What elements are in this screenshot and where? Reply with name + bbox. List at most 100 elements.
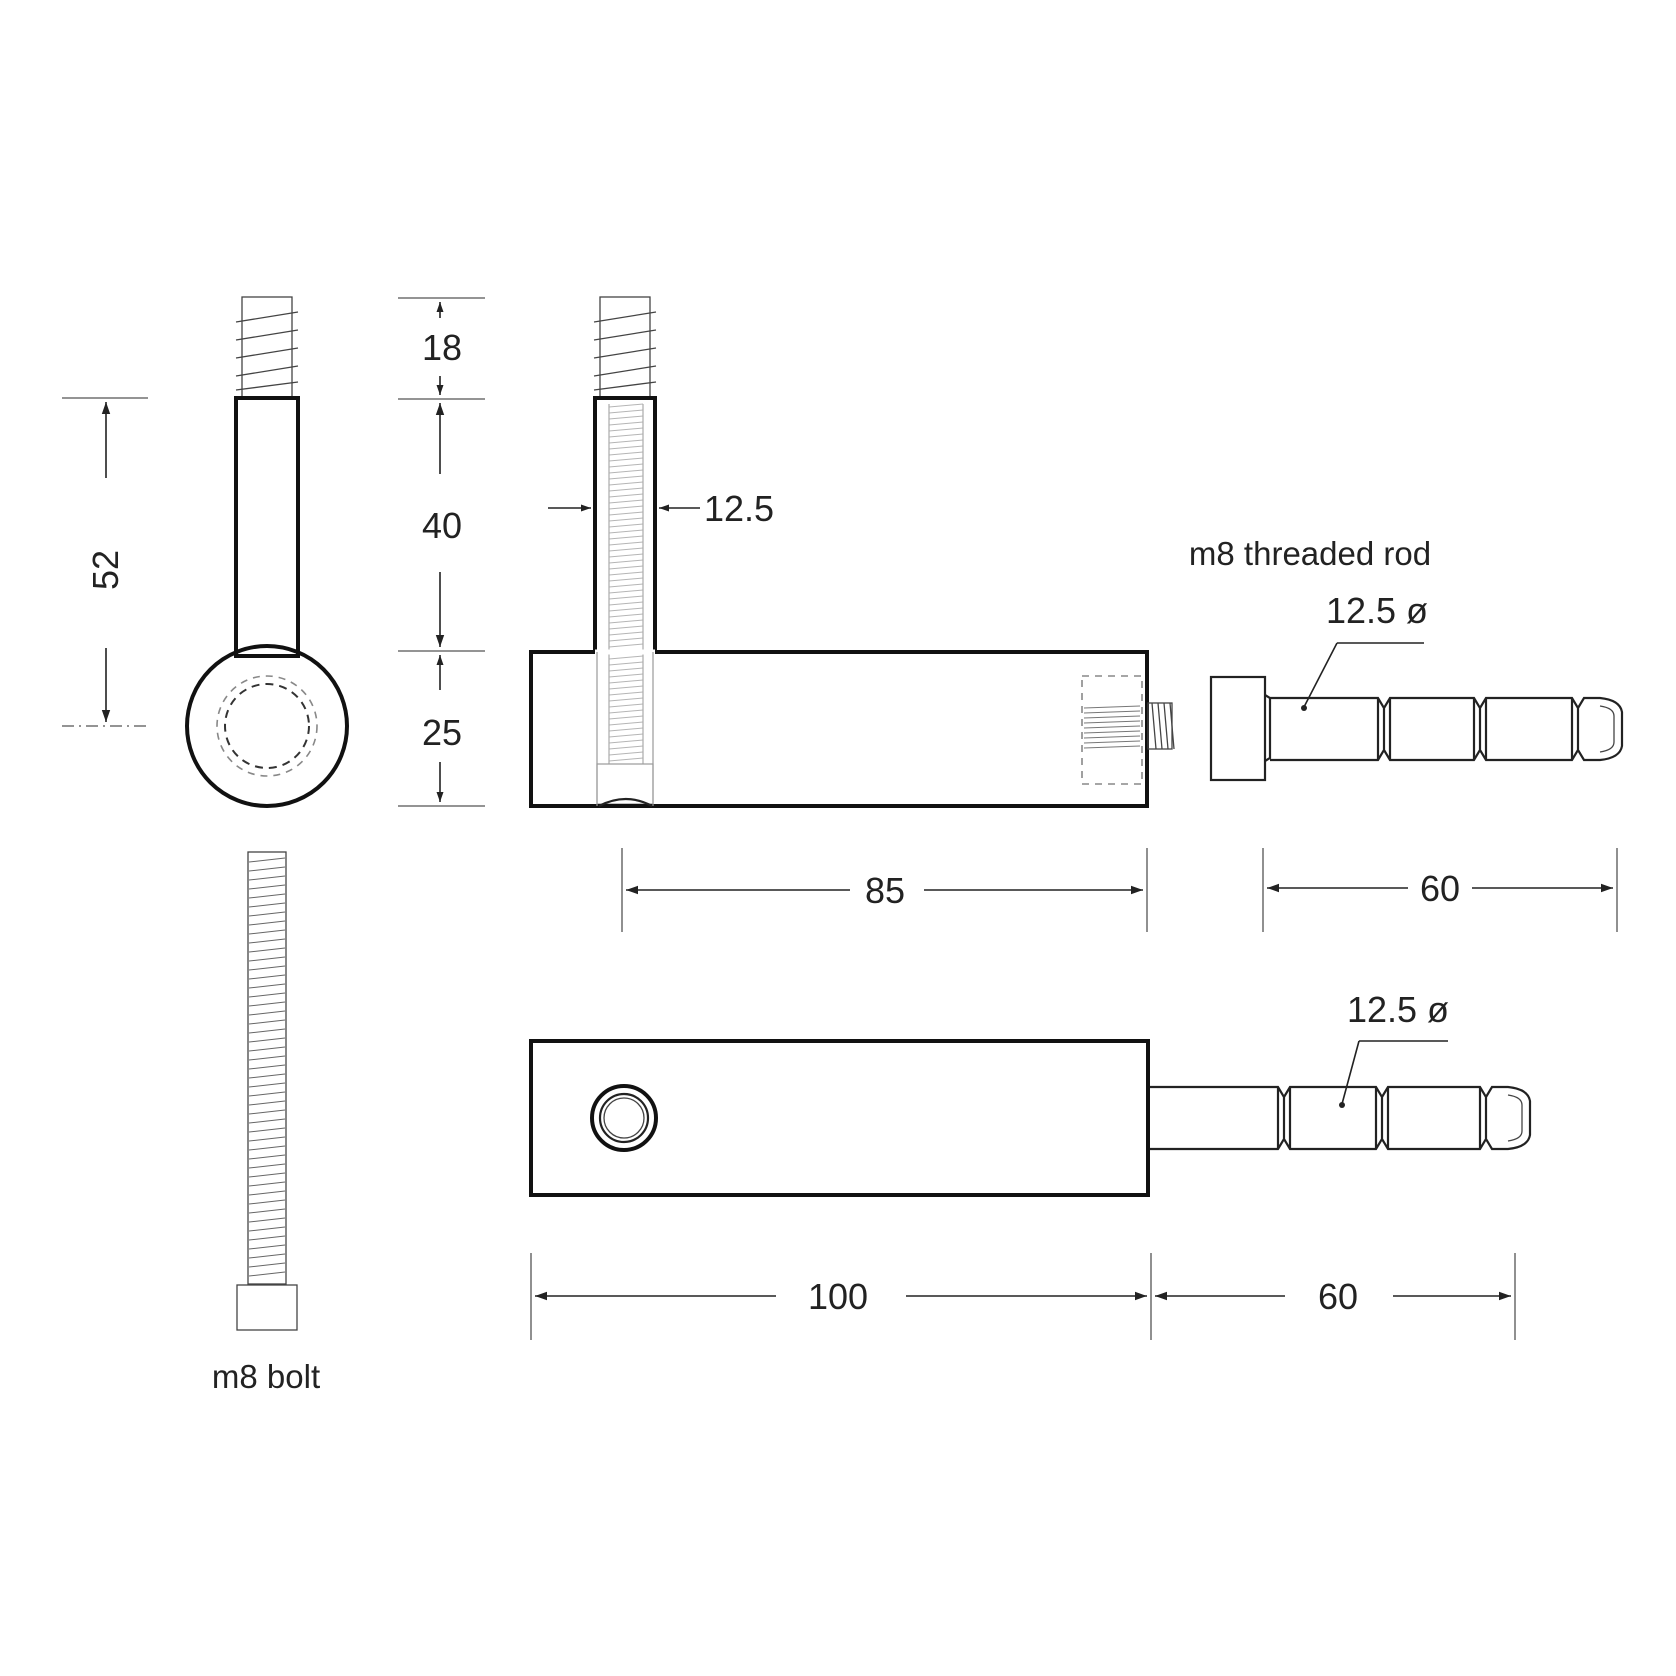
dim40-label: 40 bbox=[422, 505, 462, 546]
bolt-thread-line bbox=[248, 857, 286, 863]
rod-dia-dot-bottom bbox=[1339, 1102, 1345, 1108]
hole-thread-line bbox=[1083, 745, 1141, 749]
rod-head bbox=[1209, 675, 1267, 782]
bolt-thread-line bbox=[248, 1064, 286, 1070]
bolt-thread-line bbox=[248, 1109, 286, 1115]
bolt-thread-line bbox=[248, 947, 286, 953]
bolt-thread-line bbox=[248, 974, 286, 980]
front-thread-line bbox=[608, 727, 644, 732]
front-thread-line bbox=[608, 517, 644, 522]
front-thread-line bbox=[608, 631, 644, 636]
dim52-label: 52 bbox=[85, 550, 126, 590]
front-thread-line bbox=[608, 613, 644, 618]
bolt-thread-line bbox=[248, 1055, 286, 1061]
bolt-thread-line bbox=[248, 1262, 286, 1268]
side-inner-hidden-circle bbox=[224, 683, 310, 769]
front-thread-line bbox=[608, 655, 644, 660]
front-thread-line bbox=[608, 601, 644, 606]
top-view: 12.5 ø 100 60 bbox=[529, 989, 1532, 1340]
bolt-thread-line bbox=[248, 911, 286, 917]
bolt-thread-line bbox=[248, 956, 286, 962]
front-thread-line bbox=[608, 703, 644, 708]
front-thread-line bbox=[608, 415, 644, 420]
bolt-thread-line bbox=[248, 1082, 286, 1088]
dim85-label: 85 bbox=[865, 870, 905, 911]
bolt-thread-line bbox=[248, 983, 286, 989]
front-thread-line bbox=[608, 463, 644, 468]
rod-dia-leader-bottom-d bbox=[1341, 1040, 1360, 1105]
front-thread-line bbox=[608, 673, 644, 678]
front-thread-line bbox=[608, 511, 644, 516]
front-thread-line bbox=[608, 487, 644, 492]
front-thread-line bbox=[608, 421, 644, 426]
bolt-thread-line bbox=[248, 992, 286, 998]
front-thread-line bbox=[608, 625, 644, 630]
bolt-thread-line bbox=[248, 884, 286, 890]
front-thread-line bbox=[608, 577, 644, 582]
side-round-body bbox=[185, 644, 349, 808]
bolt-thread-line bbox=[248, 938, 286, 944]
top-hole-core bbox=[603, 1097, 645, 1139]
rod-dia-dot-top bbox=[1301, 705, 1307, 711]
dim60-top-label: 60 bbox=[1420, 868, 1460, 909]
side-screw-tip bbox=[235, 296, 299, 398]
bolt-thread-line bbox=[248, 1253, 286, 1259]
front-thread-line bbox=[608, 451, 644, 456]
front-thread-line bbox=[608, 583, 644, 588]
bolt-threads bbox=[248, 857, 286, 1277]
top-hole-outer bbox=[590, 1084, 658, 1152]
bolt-thread-line bbox=[248, 1271, 286, 1277]
front-thread-line bbox=[608, 679, 644, 684]
bolt-thread-line bbox=[248, 893, 286, 899]
front-hole-threads bbox=[1083, 705, 1141, 749]
front-thread-line bbox=[608, 535, 644, 540]
bolt-thread-line bbox=[248, 1208, 286, 1214]
front-thread-line bbox=[608, 595, 644, 600]
bolt-thread-line bbox=[248, 1073, 286, 1079]
bolt-thread-line bbox=[248, 1154, 286, 1160]
front-thread-line bbox=[608, 751, 644, 756]
front-thread-line bbox=[608, 667, 644, 672]
front-thread-line bbox=[608, 469, 644, 474]
front-shaft bbox=[593, 396, 657, 654]
top-rod-body bbox=[1150, 1085, 1532, 1151]
front-thread-line bbox=[608, 643, 644, 648]
front-thread-line bbox=[608, 499, 644, 504]
top-main-block bbox=[529, 1039, 1150, 1197]
dim18-label: 18 bbox=[422, 327, 462, 368]
bolt-thread-line bbox=[248, 1244, 286, 1250]
vertical-dimensions: 18 40 25 bbox=[398, 297, 485, 807]
front-bottom-counterbore bbox=[598, 797, 653, 807]
front-thread-line bbox=[608, 409, 644, 414]
bolt-thread-line bbox=[248, 1181, 286, 1187]
front-view: 12.5 85 bbox=[529, 296, 1175, 932]
hole-thread-line bbox=[1083, 710, 1141, 714]
front-thread-line bbox=[608, 529, 644, 534]
front-thread-line bbox=[608, 757, 644, 762]
front-thread-line bbox=[608, 709, 644, 714]
front-thread-line bbox=[608, 445, 644, 450]
front-thread-line bbox=[608, 565, 644, 570]
hole-thread-line bbox=[1083, 715, 1141, 719]
front-thread-line bbox=[608, 547, 644, 552]
bolt-thread-line bbox=[248, 920, 286, 926]
bolt-thread-line bbox=[248, 1037, 286, 1043]
side-shaft bbox=[234, 396, 300, 658]
bolt-shaft bbox=[247, 851, 287, 1285]
bolt-thread-line bbox=[248, 1226, 286, 1232]
front-thread-line bbox=[608, 493, 644, 498]
front-thread-line bbox=[608, 553, 644, 558]
hole-thread-line bbox=[1083, 740, 1141, 744]
bolt-thread-line bbox=[248, 1199, 286, 1205]
front-thread-line bbox=[608, 457, 644, 462]
front-thread-line bbox=[608, 721, 644, 726]
front-thread-line bbox=[608, 523, 644, 528]
front-thread-line bbox=[608, 607, 644, 612]
bolt-thread-line bbox=[248, 875, 286, 881]
bolt-thread-line bbox=[248, 1163, 286, 1169]
front-thread-line bbox=[608, 541, 644, 546]
m8-bolt-view: m8 bolt bbox=[212, 851, 320, 1395]
bolt-head bbox=[236, 1284, 298, 1331]
